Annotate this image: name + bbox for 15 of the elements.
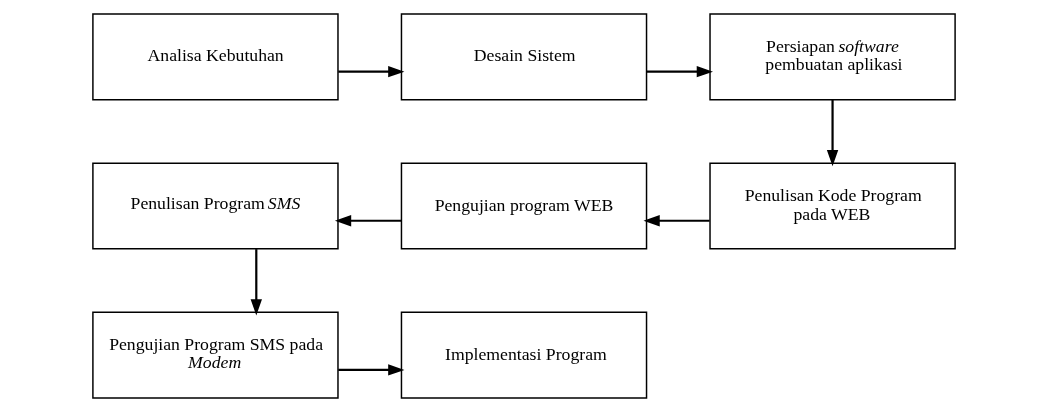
arrow <box>338 65 405 78</box>
node-box: Pengujian program WEB <box>400 162 648 250</box>
node-box: Pengujian Program SMS pada Modem <box>92 311 339 399</box>
arrow <box>250 249 262 316</box>
node-box: Persiapan software pembuatan aplikasi <box>709 13 956 101</box>
node-box: Penulisan Kode Program pada WEB <box>709 162 956 250</box>
arrow <box>643 215 710 227</box>
arrow <box>646 65 713 78</box>
node-box: Analisa Kebutuhan <box>92 13 339 101</box>
node-box: Implementasi Program <box>400 311 648 399</box>
node-box: Desain Sistem <box>400 13 648 101</box>
arrow <box>334 215 402 227</box>
arrow <box>338 364 405 376</box>
arrow <box>826 100 839 167</box>
node-box: Penulisan Program SMS <box>92 162 339 250</box>
